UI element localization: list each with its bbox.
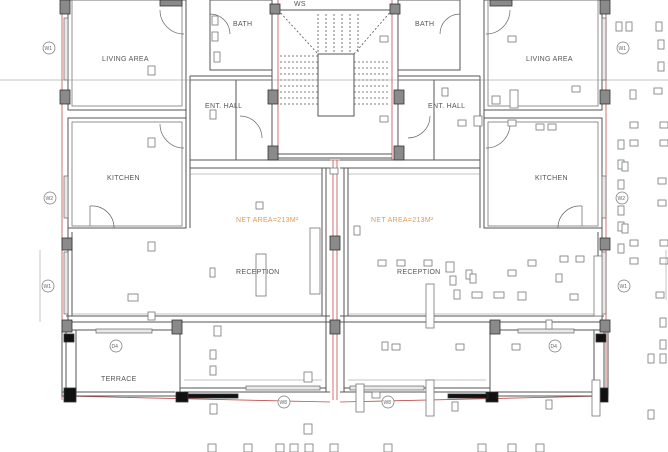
tag-w1-top-right: W1 bbox=[619, 46, 627, 52]
tag-w1-mid-left: W1 bbox=[44, 284, 52, 290]
room-labels: LIVING AREA LIVING AREA BATH BATH WS ENT… bbox=[101, 1, 573, 383]
net-area-left: NET AREA=213M² bbox=[236, 217, 299, 224]
label-terrace: TERRACE bbox=[101, 376, 137, 383]
label-ent-hall-right: ENT. HALL bbox=[428, 103, 465, 110]
fixtures bbox=[127, 15, 603, 452]
label-reception-right: RECEPTION bbox=[397, 269, 441, 276]
label-ws: WS bbox=[294, 1, 306, 8]
tag-d4-left: D4 bbox=[112, 344, 119, 350]
label-living-area-right: LIVING AREA bbox=[526, 56, 573, 63]
external-objects bbox=[615, 21, 668, 420]
label-reception-left: RECEPTION bbox=[236, 269, 280, 276]
opening-tags: W1 W1 W2 W2 W1 W1 D4 D4 W8 W8 bbox=[41, 41, 631, 409]
tag-d4-right: D4 bbox=[551, 344, 558, 350]
doors bbox=[89, 9, 583, 229]
label-ent-hall-left: ENT. HALL bbox=[205, 103, 242, 110]
label-bath-right: BATH bbox=[415, 21, 434, 28]
walls-left-unit bbox=[61, 0, 330, 397]
label-bath-left: BATH bbox=[233, 21, 252, 28]
tag-w1-top-left: W1 bbox=[45, 46, 53, 52]
label-living-area-left: LIVING AREA bbox=[102, 56, 149, 63]
label-kitchen-right: KITCHEN bbox=[535, 175, 568, 182]
area-labels: NET AREA=213M² NET AREA=213M² bbox=[236, 217, 434, 224]
net-area-right: NET AREA=213M² bbox=[371, 217, 434, 224]
label-kitchen-left: KITCHEN bbox=[107, 175, 140, 182]
dimension-lines bbox=[0, 79, 668, 381]
windows bbox=[63, 17, 607, 391]
tag-w8-left: W8 bbox=[280, 400, 288, 406]
tag-w2-left: W2 bbox=[46, 196, 54, 202]
tag-w2-right: W2 bbox=[618, 196, 626, 202]
tag-w8-right: W8 bbox=[384, 400, 392, 406]
staircase bbox=[277, 9, 393, 159]
tag-w1-mid-right: W1 bbox=[620, 284, 628, 290]
